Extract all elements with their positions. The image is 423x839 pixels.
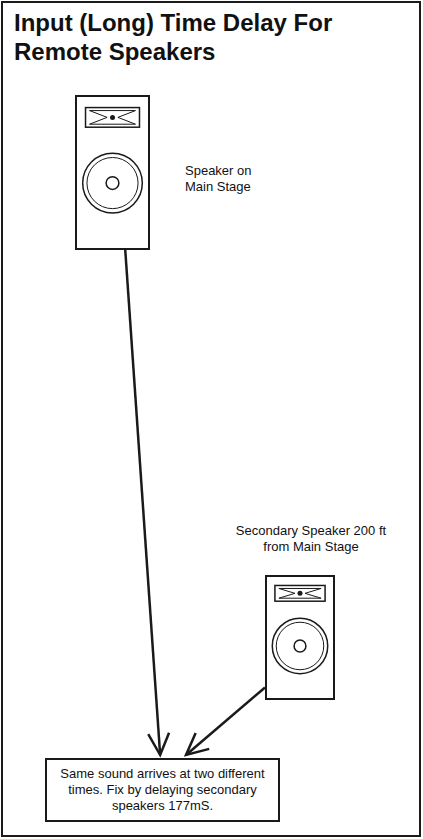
sound-path-arrow bbox=[125, 250, 169, 755]
speaker-cabinet: Secondary Speaker 200 ft from Main Stage bbox=[265, 575, 335, 700]
speaker-part bbox=[83, 153, 143, 213]
speaker-part bbox=[276, 622, 324, 670]
speaker-illustration bbox=[77, 97, 148, 248]
note-box: Same sound arrives at two different time… bbox=[45, 758, 280, 822]
speaker-cabinet: Speaker on Main Stage bbox=[75, 95, 150, 250]
diagram-title: Input (Long) Time Delay For Remote Speak… bbox=[14, 8, 354, 66]
arrow-head bbox=[148, 733, 169, 755]
speaker-part bbox=[86, 108, 140, 128]
speaker-part bbox=[110, 115, 115, 120]
speaker-part bbox=[87, 158, 138, 209]
speaker-part bbox=[106, 177, 119, 190]
speaker-part bbox=[294, 640, 306, 652]
sound-path-arrow bbox=[186, 688, 265, 756]
speaker-part bbox=[272, 618, 327, 673]
speaker-label: Speaker on Main Stage bbox=[185, 163, 280, 195]
speaker-illustration bbox=[267, 577, 333, 698]
speaker-part bbox=[298, 591, 303, 596]
speaker-label: Secondary Speaker 200 ft from Main Stage bbox=[226, 523, 396, 555]
note-text: Same sound arrives at two different time… bbox=[47, 760, 278, 820]
arrow-shaft bbox=[186, 688, 265, 756]
speaker-part bbox=[279, 588, 321, 598]
speaker-part bbox=[90, 111, 136, 125]
arrow-shaft bbox=[125, 250, 160, 755]
arrow-head bbox=[186, 733, 209, 755]
speaker-part bbox=[275, 585, 325, 601]
